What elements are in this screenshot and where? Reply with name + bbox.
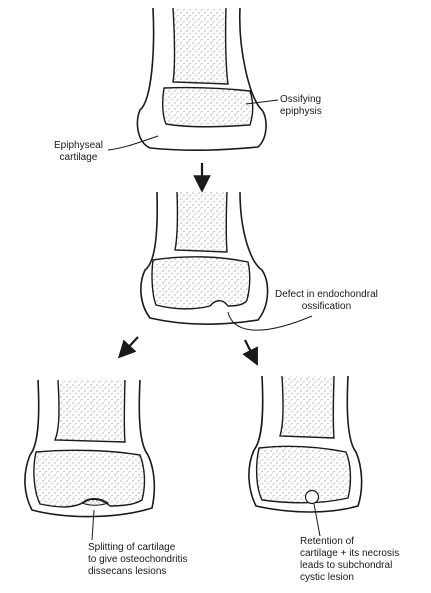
leader-splitting (92, 510, 94, 540)
epiphysis-stage-2 (152, 257, 250, 309)
leader-retention (314, 504, 320, 536)
epiphysis-stage-3-left (34, 450, 145, 507)
bone-stage-2 (141, 192, 268, 324)
label-defect: Defect in endochondral ossification (275, 289, 378, 313)
arrow-left (124, 337, 138, 352)
label-splitting: Splitting of cartilage to give osteochon… (88, 542, 188, 578)
bone-stage-3-right (249, 376, 362, 512)
leader-defect (228, 312, 312, 330)
bone-stage-3-left (25, 380, 154, 517)
diaphysis-stage-1 (173, 8, 228, 84)
diaphysis-stage-2 (175, 192, 227, 252)
bone-stage-1 (137, 8, 266, 150)
label-epiphyseal-cartilage: Epiphyseal cartilage (54, 140, 103, 164)
label-ossifying-epiphysis: Ossifying epiphysis (280, 94, 322, 118)
diaphysis-stage-3-right (280, 376, 334, 438)
cystic-lesion (306, 491, 319, 504)
arrow-right (245, 340, 254, 358)
diaphysis-stage-3-left (55, 380, 125, 442)
epiphysis-stage-1 (163, 88, 253, 127)
epiphysis-stage-3-right (257, 446, 351, 502)
label-retention: Retention of cartilage + its necrosis le… (300, 536, 399, 584)
